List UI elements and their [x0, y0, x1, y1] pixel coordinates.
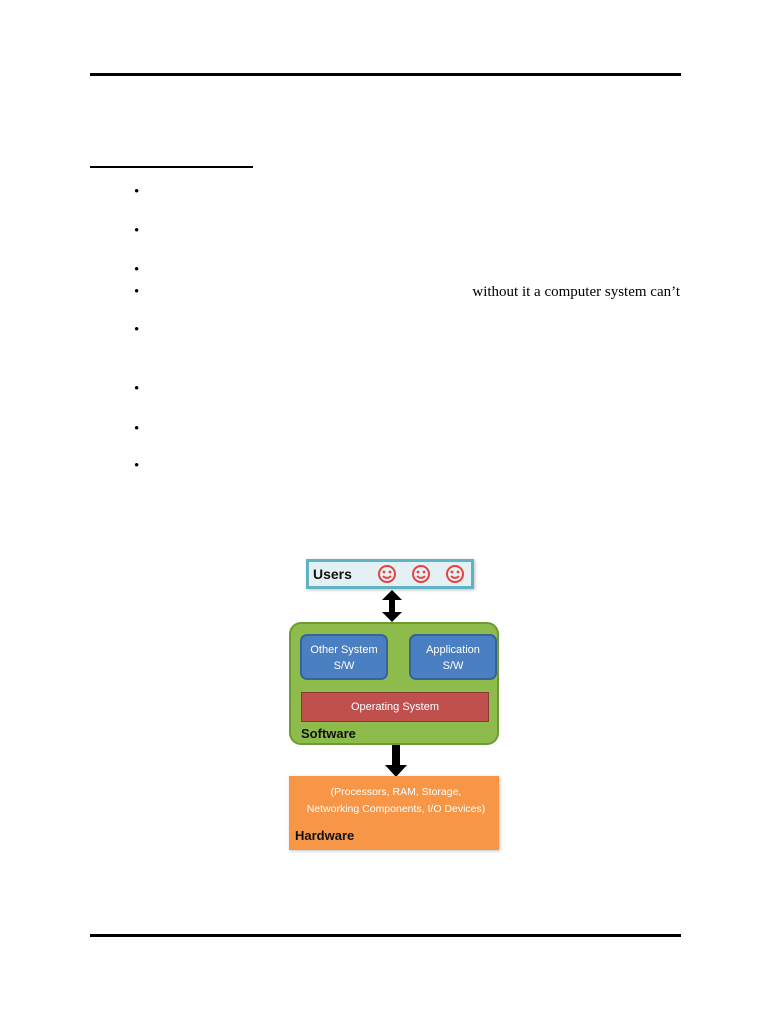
- bullet-6: •: [134, 381, 140, 397]
- hardware-description: (Processors, RAM, Storage, Networking Co…: [306, 786, 486, 815]
- bullet-1: •: [134, 184, 140, 200]
- application-line1: Application: [426, 644, 480, 656]
- footer-rule: [90, 934, 681, 937]
- bullet-4-text: without it a computer system can’t: [472, 284, 680, 300]
- application-sw-box: Application S/W: [409, 634, 497, 680]
- bullet-8: •: [134, 458, 140, 474]
- bullet-5: •: [134, 322, 140, 338]
- header-rule: [90, 73, 681, 76]
- section-heading-underline: [90, 166, 253, 168]
- bullet-7: •: [134, 421, 140, 437]
- hardware-box: (Processors, RAM, Storage, Networking Co…: [289, 776, 499, 850]
- bullet-3: •: [134, 262, 140, 278]
- bullet-2: •: [134, 223, 140, 239]
- smiley-icon: [446, 565, 464, 583]
- users-label: Users: [313, 566, 352, 582]
- other-system-line2: S/W: [333, 660, 355, 672]
- software-box: Other System S/W Application S/W Operati…: [289, 622, 499, 745]
- other-system-line1: Other System: [310, 644, 378, 656]
- bullet-4: •: [134, 284, 140, 300]
- operating-system-bar: Operating System: [301, 692, 489, 722]
- users-box: Users: [306, 559, 474, 589]
- other-system-sw-box: Other System S/W: [300, 634, 388, 680]
- os-architecture-diagram: Users Other System S/W Application: [288, 555, 502, 855]
- software-label: Software: [301, 726, 356, 741]
- hardware-label: Hardware: [295, 828, 355, 843]
- smiley-icon: [378, 565, 396, 583]
- double-arrow-icon: [382, 590, 402, 622]
- down-arrow-icon: [385, 745, 407, 777]
- smiley-icon: [412, 565, 430, 583]
- application-line2: S/W: [442, 660, 464, 672]
